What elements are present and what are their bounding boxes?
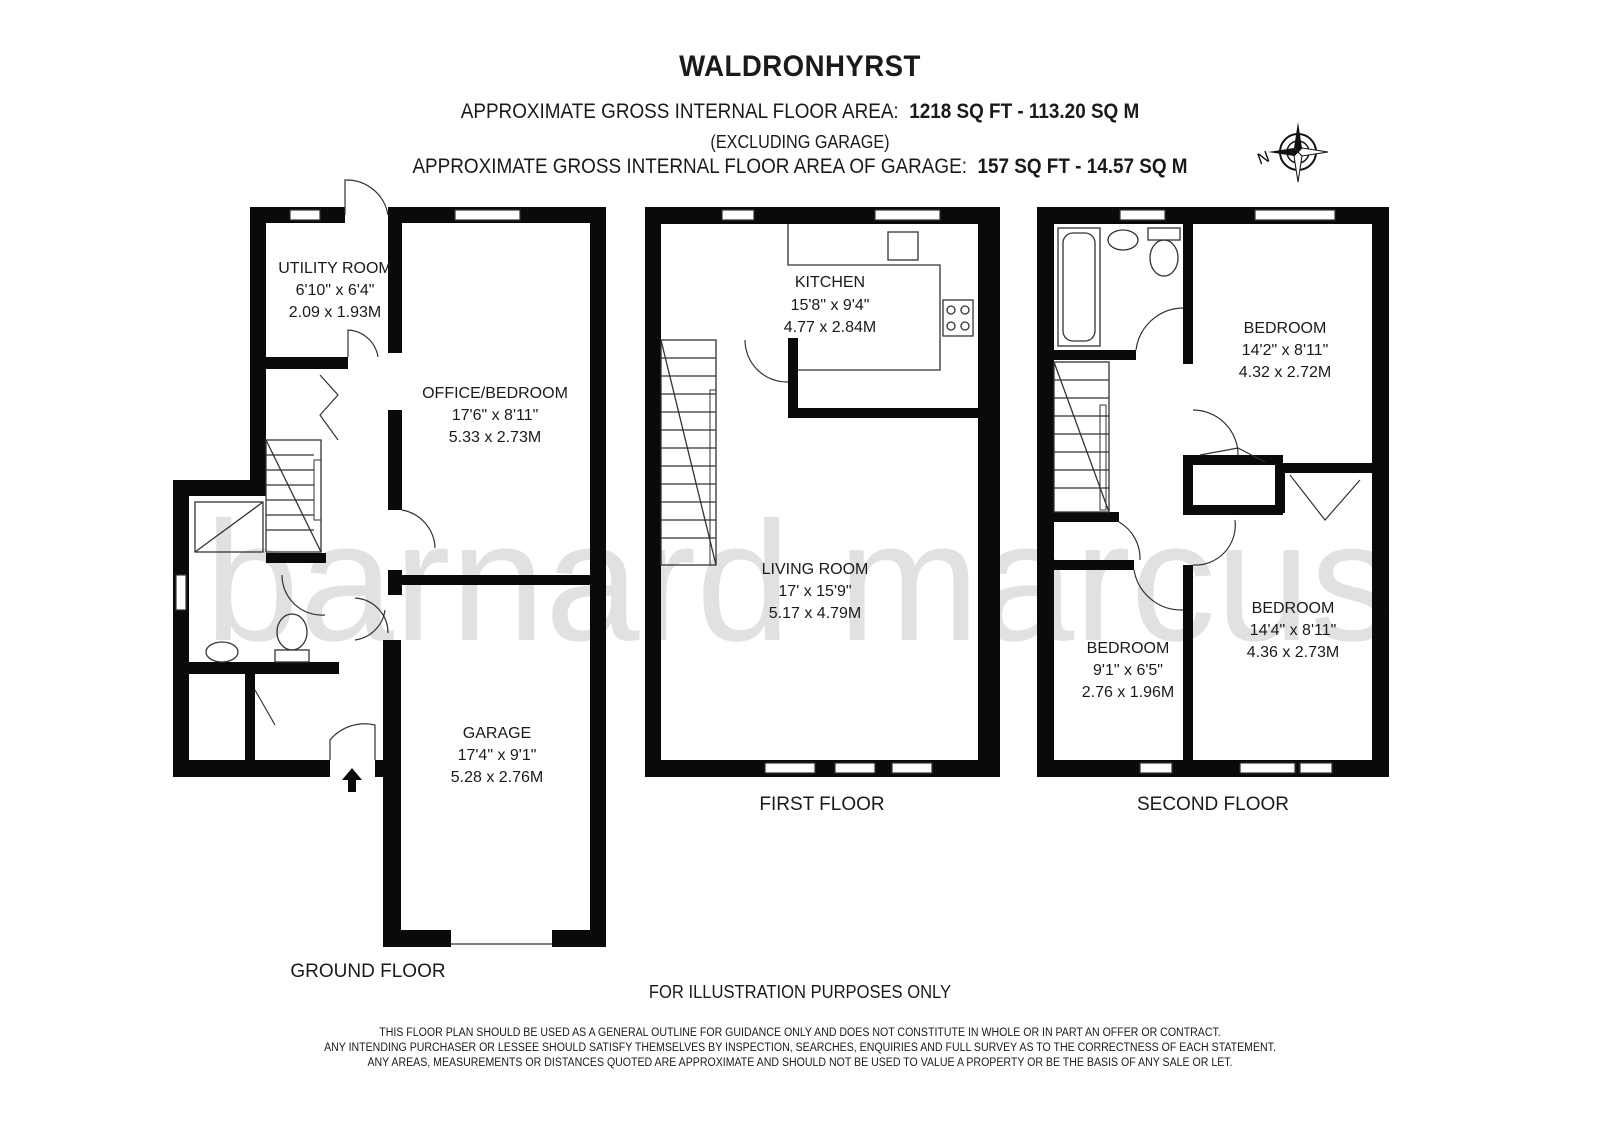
toilet-icon (1147, 227, 1181, 277)
room-size-metric: 4.77 x 2.84M (784, 319, 877, 336)
room-label-bedroom-3: BEDROOM 9'1" x 6'5" 2.76 x 1.96M (1082, 640, 1175, 701)
room-size-imperial: 17'6" x 8'11" (452, 407, 539, 424)
room-name: BEDROOM (1244, 320, 1327, 337)
first-floor-plan (645, 207, 1000, 777)
disclaimer-line-3: ANY AREAS, MEASUREMENTS OR DISTANCES QUO… (367, 1057, 1233, 1069)
staircase-icon (265, 439, 322, 553)
room-name: BEDROOM (1252, 600, 1335, 617)
staircase-icon (1053, 361, 1110, 513)
room-name: BEDROOM (1087, 640, 1170, 657)
room-size-imperial: 15'8" x 9'4" (791, 297, 870, 314)
second-floor-label: SECOND FLOOR (1137, 794, 1289, 815)
disclaimer-line-1: THIS FLOOR PLAN SHOULD BE USED AS A GENE… (379, 1027, 1221, 1039)
disclaimer-line-2: ANY INTENDING PURCHASER OR LESSEE SHOULD… (324, 1042, 1276, 1054)
room-label-kitchen: KITCHEN 15'8" x 9'4" 4.77 x 2.84M (784, 274, 877, 336)
shower-tray-icon (194, 501, 264, 553)
room-label-bedroom-2: BEDROOM 14'4" x 8'11" 4.36 x 2.73M (1247, 600, 1340, 661)
bathtub-icon (1057, 227, 1101, 347)
toilet-icon (274, 613, 310, 663)
ground-floor-label: GROUND FLOOR (290, 961, 445, 982)
room-size-imperial: 17' x 15'9" (778, 583, 851, 600)
room-size-imperial: 14'4" x 8'11" (1250, 622, 1337, 639)
compass-north-label: N (1255, 149, 1272, 169)
room-name: OFFICE/BEDROOM (422, 385, 568, 402)
room-name: KITCHEN (795, 274, 865, 291)
hob-icon (942, 299, 974, 337)
basin-icon (1107, 229, 1139, 251)
room-size-metric: 2.09 x 1.93M (289, 304, 382, 321)
excluding-garage-note: (EXCLUDING GARAGE) (710, 132, 890, 152)
room-size-metric: 5.17 x 4.79M (769, 605, 862, 622)
plan-title: WALDRONHYRST (679, 50, 921, 83)
ground-floor-plan (173, 179, 606, 947)
room-size-metric: 5.33 x 2.73M (449, 429, 542, 446)
kitchen-sink-icon (887, 231, 919, 261)
room-size-imperial: 17'4" x 9'1" (458, 747, 537, 764)
room-size-imperial: 9'1" x 6'5" (1093, 662, 1163, 679)
garage-area-value: 157 SQ FT - 14.57 SQ M (977, 155, 1188, 178)
entrance-arrow-icon (342, 768, 362, 792)
room-size-imperial: 6'10" x 6'4" (296, 282, 375, 299)
room-label-utility: UTILITY ROOM 6'10" x 6'4" 2.09 x 1.93M (278, 260, 392, 321)
room-label-bedroom-1: BEDROOM 14'2" x 8'11" 4.32 x 2.72M (1239, 320, 1332, 381)
garage-area-label: APPROXIMATE GROSS INTERNAL FLOOR AREA OF… (412, 155, 967, 178)
room-name: UTILITY ROOM (278, 260, 392, 277)
room-size-metric: 4.32 x 2.72M (1239, 364, 1332, 381)
garage-area-line: APPROXIMATE GROSS INTERNAL FLOOR AREA OF… (80, 155, 1520, 179)
room-size-imperial: 14'2" x 8'11" (1242, 342, 1329, 359)
staircase-icon (660, 339, 717, 566)
room-name: GARAGE (463, 725, 531, 742)
room-size-metric: 2.76 x 1.96M (1082, 684, 1175, 701)
room-label-office-bedroom: OFFICE/BEDROOM 17'6" x 8'11" 5.33 x 2.73… (422, 385, 568, 446)
room-size-metric: 5.28 x 2.76M (451, 769, 544, 786)
second-floor-plan (1037, 207, 1389, 777)
gross-area-label: APPROXIMATE GROSS INTERNAL FLOOR AREA: (460, 100, 899, 123)
gross-area-line: APPROXIMATE GROSS INTERNAL FLOOR AREA: 1… (80, 100, 1520, 124)
room-label-living-room: LIVING ROOM 17' x 15'9" 5.17 x 4.79M (762, 561, 869, 622)
compass-rose-icon (1268, 122, 1329, 183)
gross-area-value: 1218 SQ FT - 113.20 SQ M (909, 100, 1140, 123)
room-size-metric: 4.36 x 2.73M (1247, 644, 1340, 661)
room-label-garage: GARAGE 17'4" x 9'1" 5.28 x 2.76M (451, 725, 544, 786)
illustration-note: FOR ILLUSTRATION PURPOSES ONLY (648, 982, 952, 1002)
first-floor-label: FIRST FLOOR (759, 794, 884, 815)
room-name: LIVING ROOM (762, 561, 869, 578)
basin-icon (205, 641, 239, 663)
